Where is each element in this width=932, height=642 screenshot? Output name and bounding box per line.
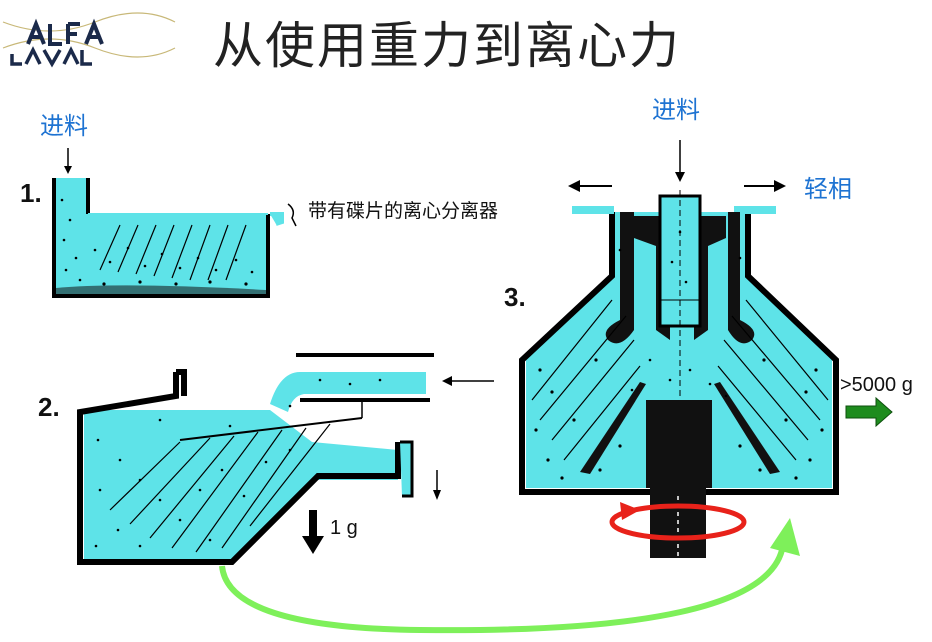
tank-particles (60, 198, 254, 286)
slide-title: 从使用重力到离心力 (213, 17, 681, 75)
tank-lamellas (99, 224, 247, 281)
step-2-label: 2. (38, 392, 60, 422)
light-phase-label: 轻相 (804, 175, 852, 203)
gravity-label: 1 g (330, 517, 358, 539)
lamella-particles (94, 378, 382, 548)
settling-tank (52, 148, 297, 298)
centrifugal-force-label: >5000 g (840, 374, 913, 396)
disc-separator-label: 带有碟片的离心分离器 (308, 200, 499, 222)
disc-stack (531, 299, 829, 461)
lamella-separator (77, 353, 494, 565)
step-3-label: 3. (504, 282, 526, 312)
centrifuge-particles (534, 230, 824, 480)
step-1-label: 1. (20, 178, 42, 208)
return-arrow (219, 518, 800, 634)
alfa-laval-logo (2, 12, 176, 68)
feed-label-right: 进料 (652, 96, 700, 124)
centrifuge (519, 140, 893, 568)
lamella-plates (109, 423, 331, 553)
feed-label-left: 进料 (40, 112, 88, 140)
